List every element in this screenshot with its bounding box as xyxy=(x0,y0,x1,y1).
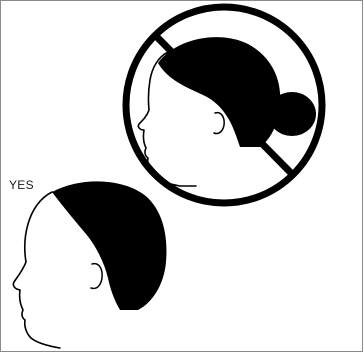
hair-bun-shape xyxy=(268,92,316,136)
yes-label: YES xyxy=(9,178,34,192)
